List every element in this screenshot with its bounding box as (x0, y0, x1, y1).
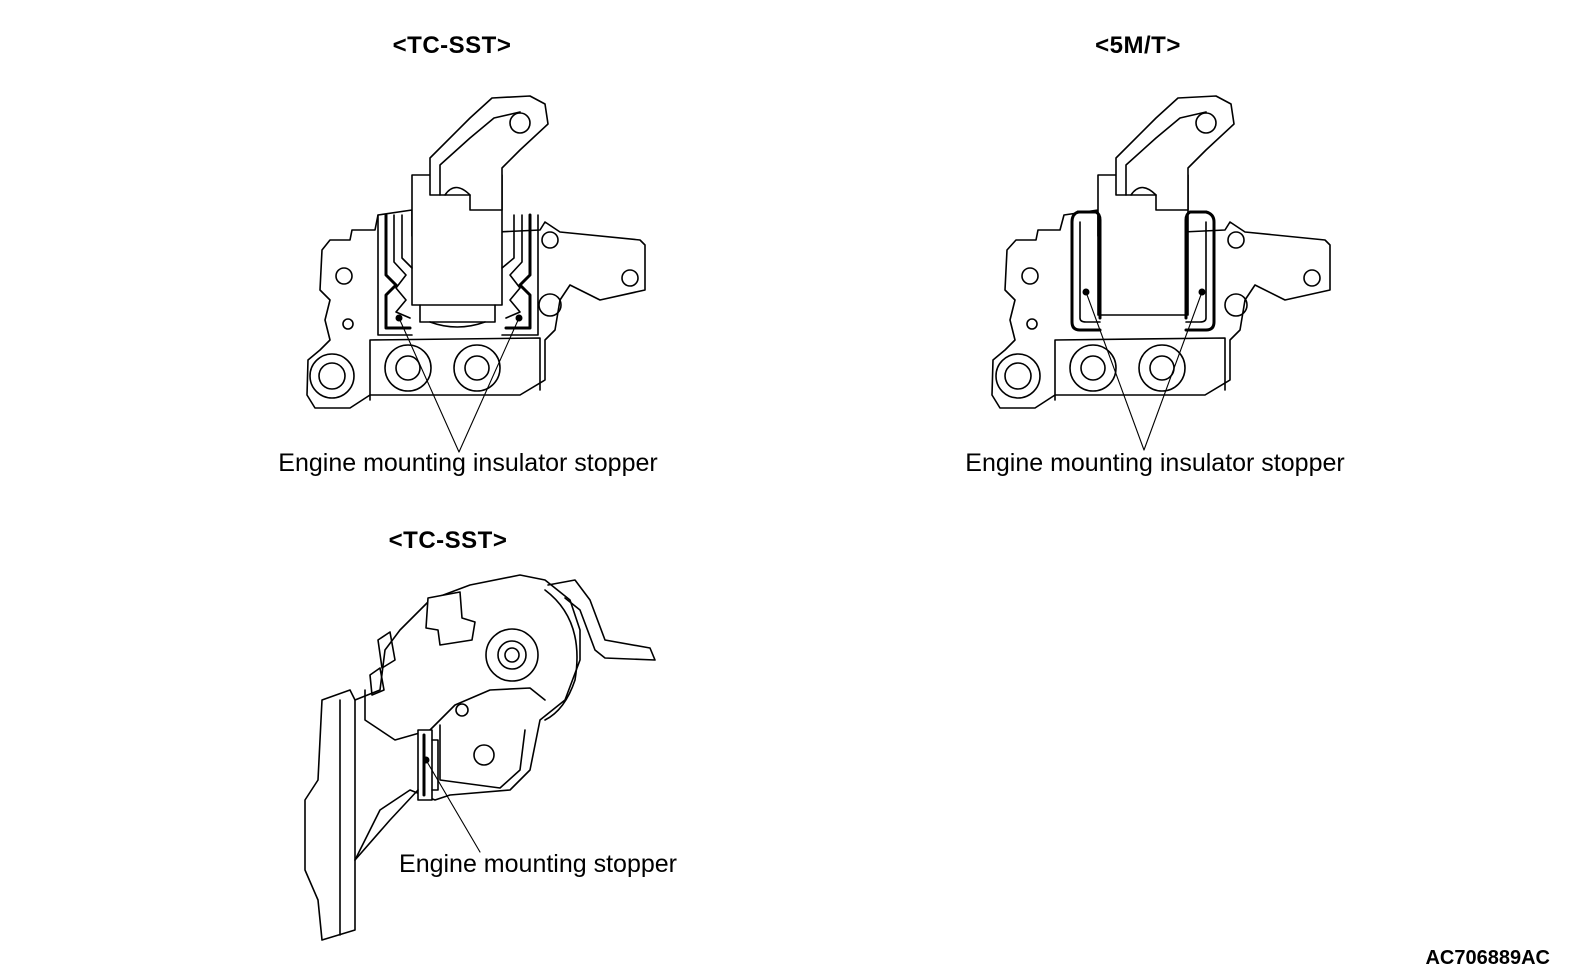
figure-3-heading: <TC-SST> (388, 527, 508, 554)
figure-1-heading: <TC-SST> (392, 32, 512, 59)
figure-1-callout: Engine mounting insulator stopper (278, 449, 658, 477)
figure-2-callout: Engine mounting insulator stopper (965, 449, 1345, 477)
engine-mount-front-view-tc-sst (306, 95, 646, 453)
figure-2-heading: <5M/T> (1095, 32, 1181, 59)
engine-mount-front-view-5mt (991, 95, 1331, 451)
figure-code: AC706889AC (1425, 947, 1550, 969)
engine-mount-side-view-tc-sst (304, 574, 656, 941)
figure-3-callout: Engine mounting stopper (399, 850, 677, 878)
